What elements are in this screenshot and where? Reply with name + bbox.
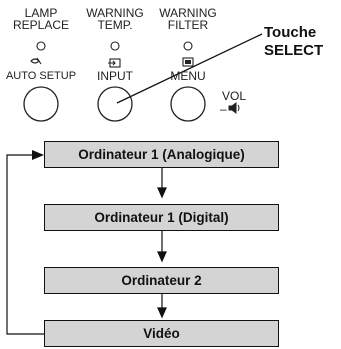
lamp-replace-indicator [36, 41, 46, 51]
auto-setup-icon [30, 57, 42, 65]
sequence-step-computer-1-digital: Ordinateur 1 (Digital) [44, 204, 279, 231]
input-label: INPUT [97, 69, 133, 83]
loop-back-arrow [6, 150, 44, 335]
menu-button[interactable] [171, 88, 205, 122]
auto-setup-button[interactable] [24, 88, 58, 122]
warning-filter-indicator [183, 41, 193, 51]
vol-label: VOL [222, 89, 247, 103]
input-select-button[interactable] [98, 88, 132, 122]
sequence-step-video: Vidéo [44, 320, 279, 347]
speaker-icon [228, 102, 240, 114]
vol-minus-label: – [220, 102, 227, 116]
auto-setup-label: AUTO SETUP [5, 70, 77, 82]
input-icon [108, 58, 121, 68]
menu-icon [182, 57, 194, 67]
menu-label: MENU [170, 69, 206, 83]
warning-temp-indicator [110, 41, 120, 51]
sequence-step-computer-2: Ordinateur 2 [44, 267, 279, 294]
callout-leader-line [116, 33, 263, 104]
sequence-step-computer-1-analog: Ordinateur 1 (Analogique) [44, 141, 279, 168]
